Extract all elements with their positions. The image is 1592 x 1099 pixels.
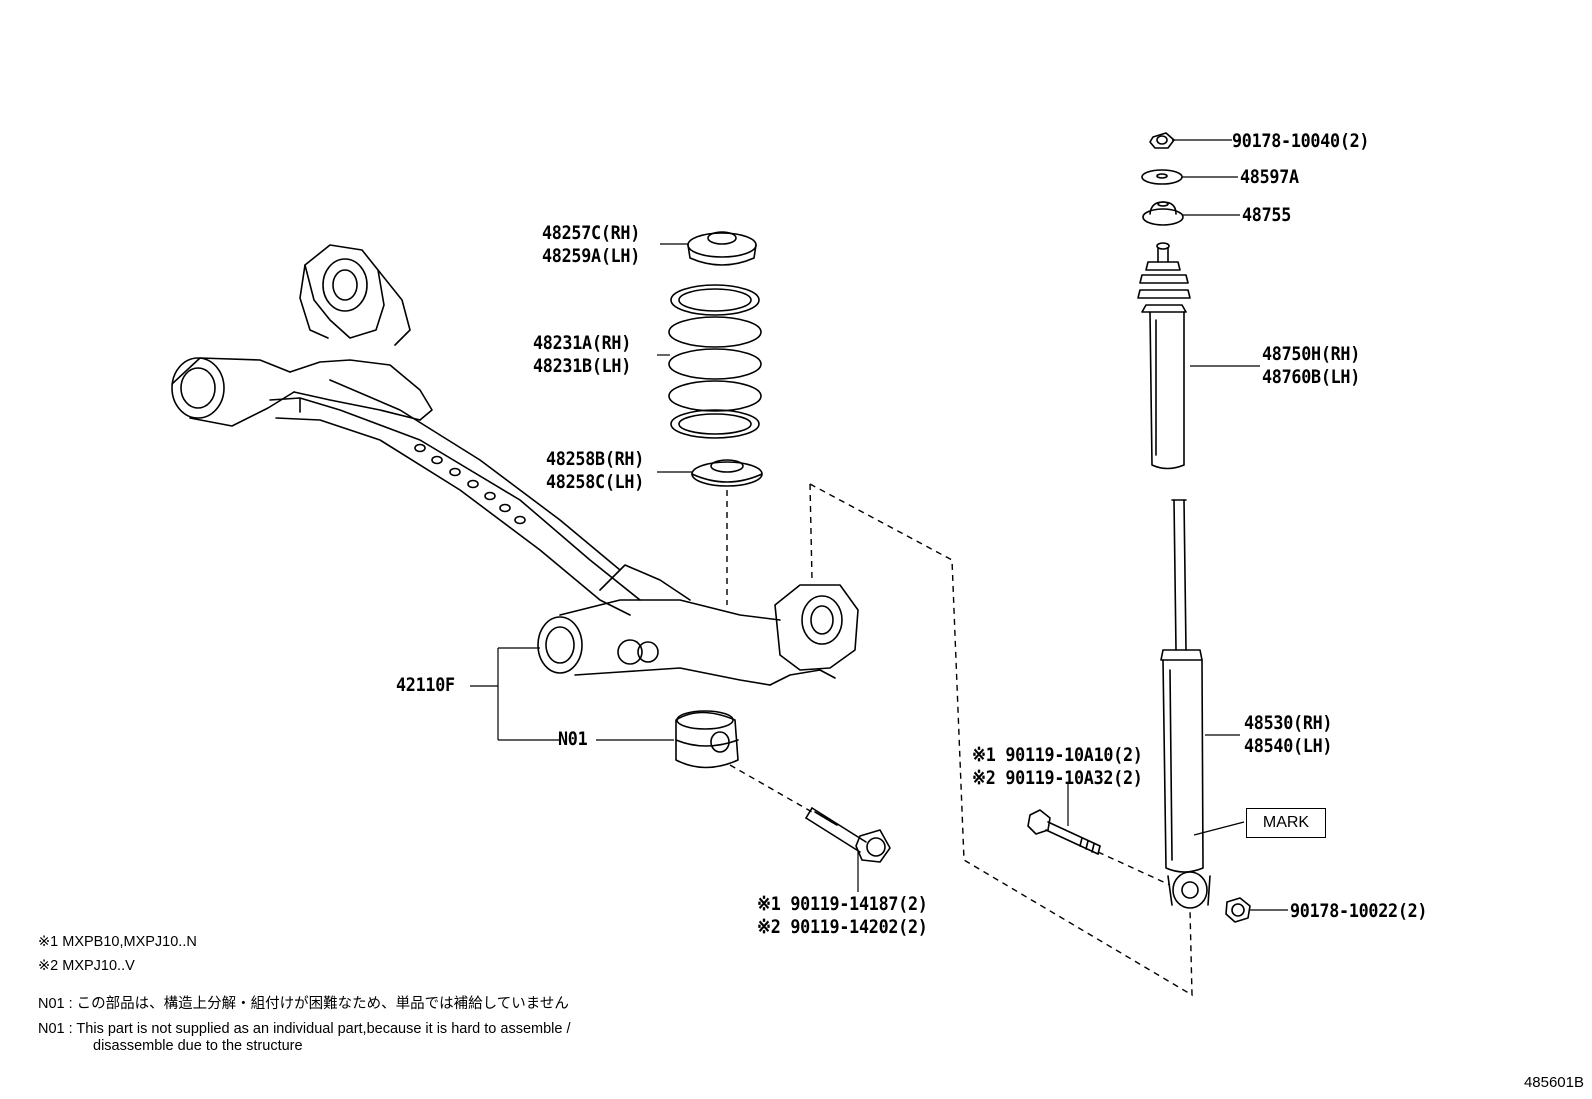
note-n01-english-line1: N01 : This part is not supplied as an in… (38, 1021, 571, 1037)
label-upper-spring-seat: 48257C(RH) 48259A(LH) (542, 222, 641, 267)
label-beam-bolt: ※1 90119-14187(2) ※2 90119-14202(2) (757, 893, 928, 938)
lower-spring-seat-illustration (691, 459, 763, 487)
label-washer: 48597A (1240, 166, 1299, 188)
label-cushion: 48755 (1242, 204, 1292, 226)
label-lower-spring-seat: 48258B(RH) 48258C(LH) (546, 448, 645, 493)
note-model-2: ※2 MXPJ10..V (38, 958, 135, 974)
top-nut-illustration (1149, 132, 1175, 149)
bumper-dust-cover-illustration (1137, 242, 1191, 470)
axle-beam-illustration (171, 244, 859, 686)
label-bumper: 48750H(RH) 48760B(LH) (1262, 343, 1361, 388)
diagram-code: 485601B (1523, 1074, 1584, 1091)
mark-callout: MARK (1246, 808, 1326, 838)
note-n01-japanese: N01 : この部品は、構造上分解・組付けが困難なため、単品では補給していません (38, 996, 569, 1012)
washer-illustration (1141, 169, 1183, 185)
label-bushing: N01 (558, 728, 588, 750)
cushion-illustration (1142, 201, 1184, 226)
label-axle-beam: 42110F (396, 674, 455, 696)
note-model-1: ※1 MXPB10,MXPJ10..N (38, 934, 197, 950)
label-top-nut: 90178-10040(2) (1232, 130, 1370, 152)
label-shock-absorber: 48530(RH) 48540(LH) (1244, 712, 1333, 757)
bottom-nut-illustration (1225, 897, 1251, 923)
leader-lines (470, 139, 1288, 911)
shock-absorber-illustration (1160, 499, 1211, 909)
shock-bolt-illustration (1027, 809, 1101, 855)
assembly-dashed-lines (726, 483, 1193, 997)
label-coil-spring: 48231A(RH) 48231B(LH) (533, 332, 632, 377)
coil-spring-illustration (668, 284, 762, 439)
upper-spring-seat-illustration (687, 231, 757, 266)
note-n01-english-line2: disassemble due to the structure (93, 1038, 303, 1054)
beam-bolt-illustration (805, 807, 891, 863)
bushing-illustration (675, 710, 739, 769)
label-shock-bolt: ※1 90119-10A10(2) ※2 90119-10A32(2) (972, 744, 1143, 789)
label-bottom-nut: 90178-10022(2) (1290, 900, 1428, 922)
